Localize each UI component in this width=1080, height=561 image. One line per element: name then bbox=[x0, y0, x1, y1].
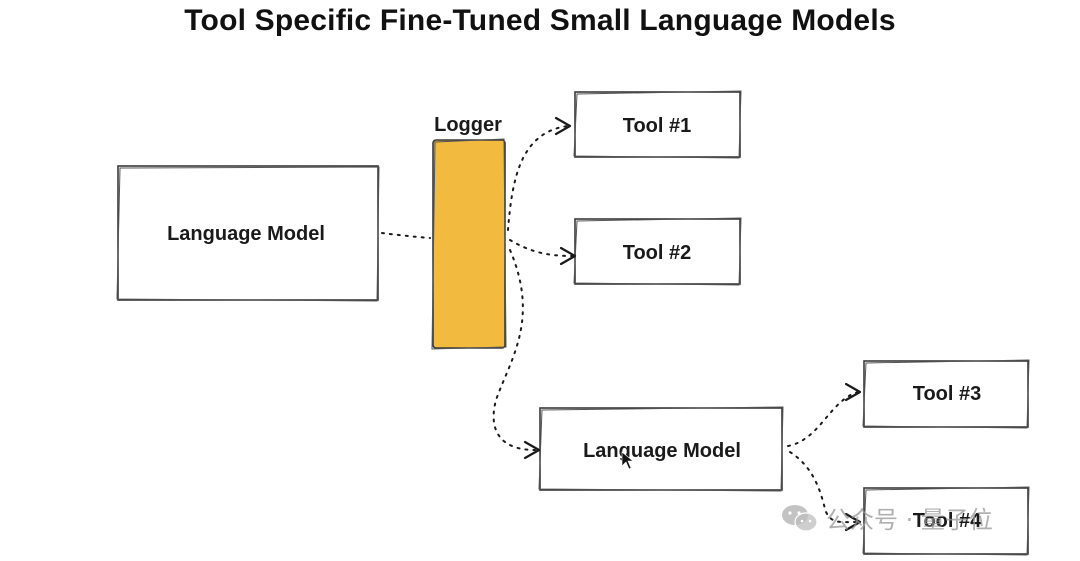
arrowhead-tool1 bbox=[554, 116, 572, 136]
tool-4-label: Tool #4 bbox=[913, 510, 982, 532]
connector-logger-to-tool1 bbox=[507, 125, 569, 231]
arrowhead-sub-model bbox=[523, 440, 541, 460]
connector-logger-to-sub-model bbox=[492, 249, 536, 451]
diagram-title: Tool Specific Fine-Tuned Small Language … bbox=[184, 4, 896, 37]
connector-logger-to-tool2 bbox=[509, 239, 573, 257]
watermark: 公众号 · 量子位 bbox=[780, 500, 993, 535]
tool-2-node: Tool #2 bbox=[573, 217, 742, 286]
arrowhead-tool2 bbox=[559, 246, 577, 266]
wechat-icon bbox=[782, 504, 818, 532]
tool-4-node: Tool #4 bbox=[862, 486, 1030, 556]
tool-3-label: Tool #3 bbox=[913, 383, 982, 405]
sub-language-model-node: Language Model bbox=[538, 406, 784, 492]
connector-model-to-logger bbox=[381, 232, 431, 239]
arrowhead-tool3 bbox=[844, 382, 862, 402]
tool-3-node: Tool #3 bbox=[862, 359, 1030, 429]
logger-label: Logger bbox=[434, 114, 502, 136]
watermark-text: 公众号 · 量子位 bbox=[826, 506, 993, 534]
tool-1-node: Tool #1 bbox=[573, 90, 742, 159]
logger-node: Logger bbox=[431, 114, 507, 350]
arrowhead-tool4 bbox=[844, 512, 862, 532]
tool-2-label: Tool #2 bbox=[623, 242, 692, 264]
sub-language-model-label: Language Model bbox=[583, 440, 741, 462]
main-language-model-node: Language Model bbox=[116, 165, 380, 302]
connector-sub-model-to-tool3 bbox=[787, 391, 859, 447]
main-language-model-label: Language Model bbox=[167, 223, 325, 245]
mouse-cursor-icon bbox=[621, 451, 634, 470]
logger-bar bbox=[432, 139, 506, 349]
tool-1-label: Tool #1 bbox=[623, 115, 692, 137]
connector-sub-model-to-tool4 bbox=[789, 451, 859, 524]
